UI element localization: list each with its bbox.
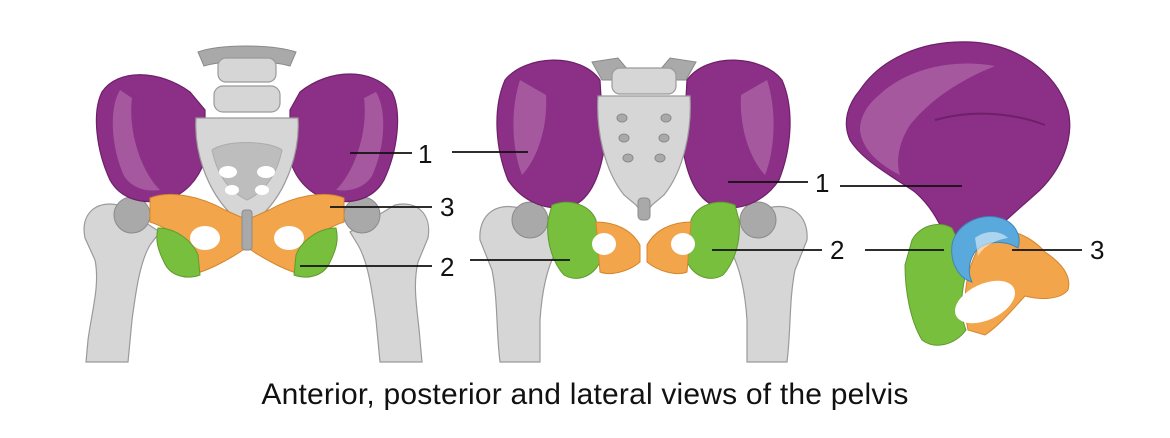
lateral-acetabulum-fossa xyxy=(975,232,1008,256)
posterior-sacral-foramen-6 xyxy=(654,153,666,163)
posterior-ilium-right-label: 1 xyxy=(815,168,829,198)
posterior-sacral-foramen-2 xyxy=(660,113,672,123)
lateral-obturator-foramen xyxy=(955,280,1015,324)
anterior-left-femur xyxy=(83,203,161,363)
anterior-sacral-foramen-4 xyxy=(255,185,269,195)
lateral-ilium-ridge xyxy=(934,112,1046,126)
lateral-view: 3 xyxy=(840,41,1104,346)
posterior-ischium-label: 2 xyxy=(830,235,844,265)
anterior-sacral-foramen-1 xyxy=(219,166,237,178)
anterior-sacral-foramen-3 xyxy=(225,185,239,195)
posterior-right-ilium-shade xyxy=(740,80,774,175)
posterior-left-femur xyxy=(479,205,571,363)
posterior-left-ischium xyxy=(547,201,601,279)
anterior-view: 1 3 2 xyxy=(83,45,454,363)
posterior-right-femur xyxy=(716,205,808,363)
posterior-sacral-foramen-3 xyxy=(618,133,630,143)
anterior-vertebra-2 xyxy=(213,85,281,113)
posterior-coccyx xyxy=(637,197,651,221)
anterior-ilium-label: 1 xyxy=(418,139,432,169)
anterior-left-ischium xyxy=(156,227,201,278)
lateral-ilium-shade xyxy=(860,63,995,175)
posterior-right-ischium xyxy=(686,201,740,279)
anterior-left-ilium-shade xyxy=(112,90,160,191)
anterior-pubis-label: 3 xyxy=(440,192,454,222)
anterior-right-ilium-shade xyxy=(336,92,384,191)
anterior-right-femoral-head xyxy=(343,196,381,234)
posterior-vertebra-body xyxy=(611,67,677,95)
figure-caption: Anterior, posterior and lateral views of… xyxy=(261,378,909,411)
anterior-pubic-symphysis xyxy=(241,209,253,251)
lateral-pubis-label: 3 xyxy=(1090,235,1104,265)
posterior-sacral-foramen-1 xyxy=(616,113,628,123)
anterior-ischium-label: 2 xyxy=(440,252,454,282)
posterior-right-femoral-head xyxy=(739,201,777,239)
anterior-left-obturator-foramen xyxy=(190,226,220,250)
posterior-right-ilium xyxy=(682,59,791,209)
posterior-left-ilium xyxy=(496,59,605,209)
anterior-sacral-foramen-2 xyxy=(257,166,275,178)
lateral-acetabulum xyxy=(951,216,1020,283)
anterior-right-femur xyxy=(349,203,430,363)
posterior-sacral-foramen-4 xyxy=(658,133,670,143)
posterior-right-obturator-foramen xyxy=(671,233,695,255)
posterior-view: 1 2 xyxy=(452,57,844,363)
posterior-left-femoral-head xyxy=(511,201,549,239)
anterior-vertebra-1 xyxy=(217,57,277,83)
posterior-sacrum xyxy=(597,95,691,216)
anterior-right-obturator-foramen xyxy=(274,226,304,250)
anterior-right-ischium xyxy=(293,227,338,278)
posterior-sacral-foramen-5 xyxy=(622,153,634,163)
anterior-left-femoral-head xyxy=(113,196,151,234)
posterior-left-obturator-foramen xyxy=(592,233,616,255)
